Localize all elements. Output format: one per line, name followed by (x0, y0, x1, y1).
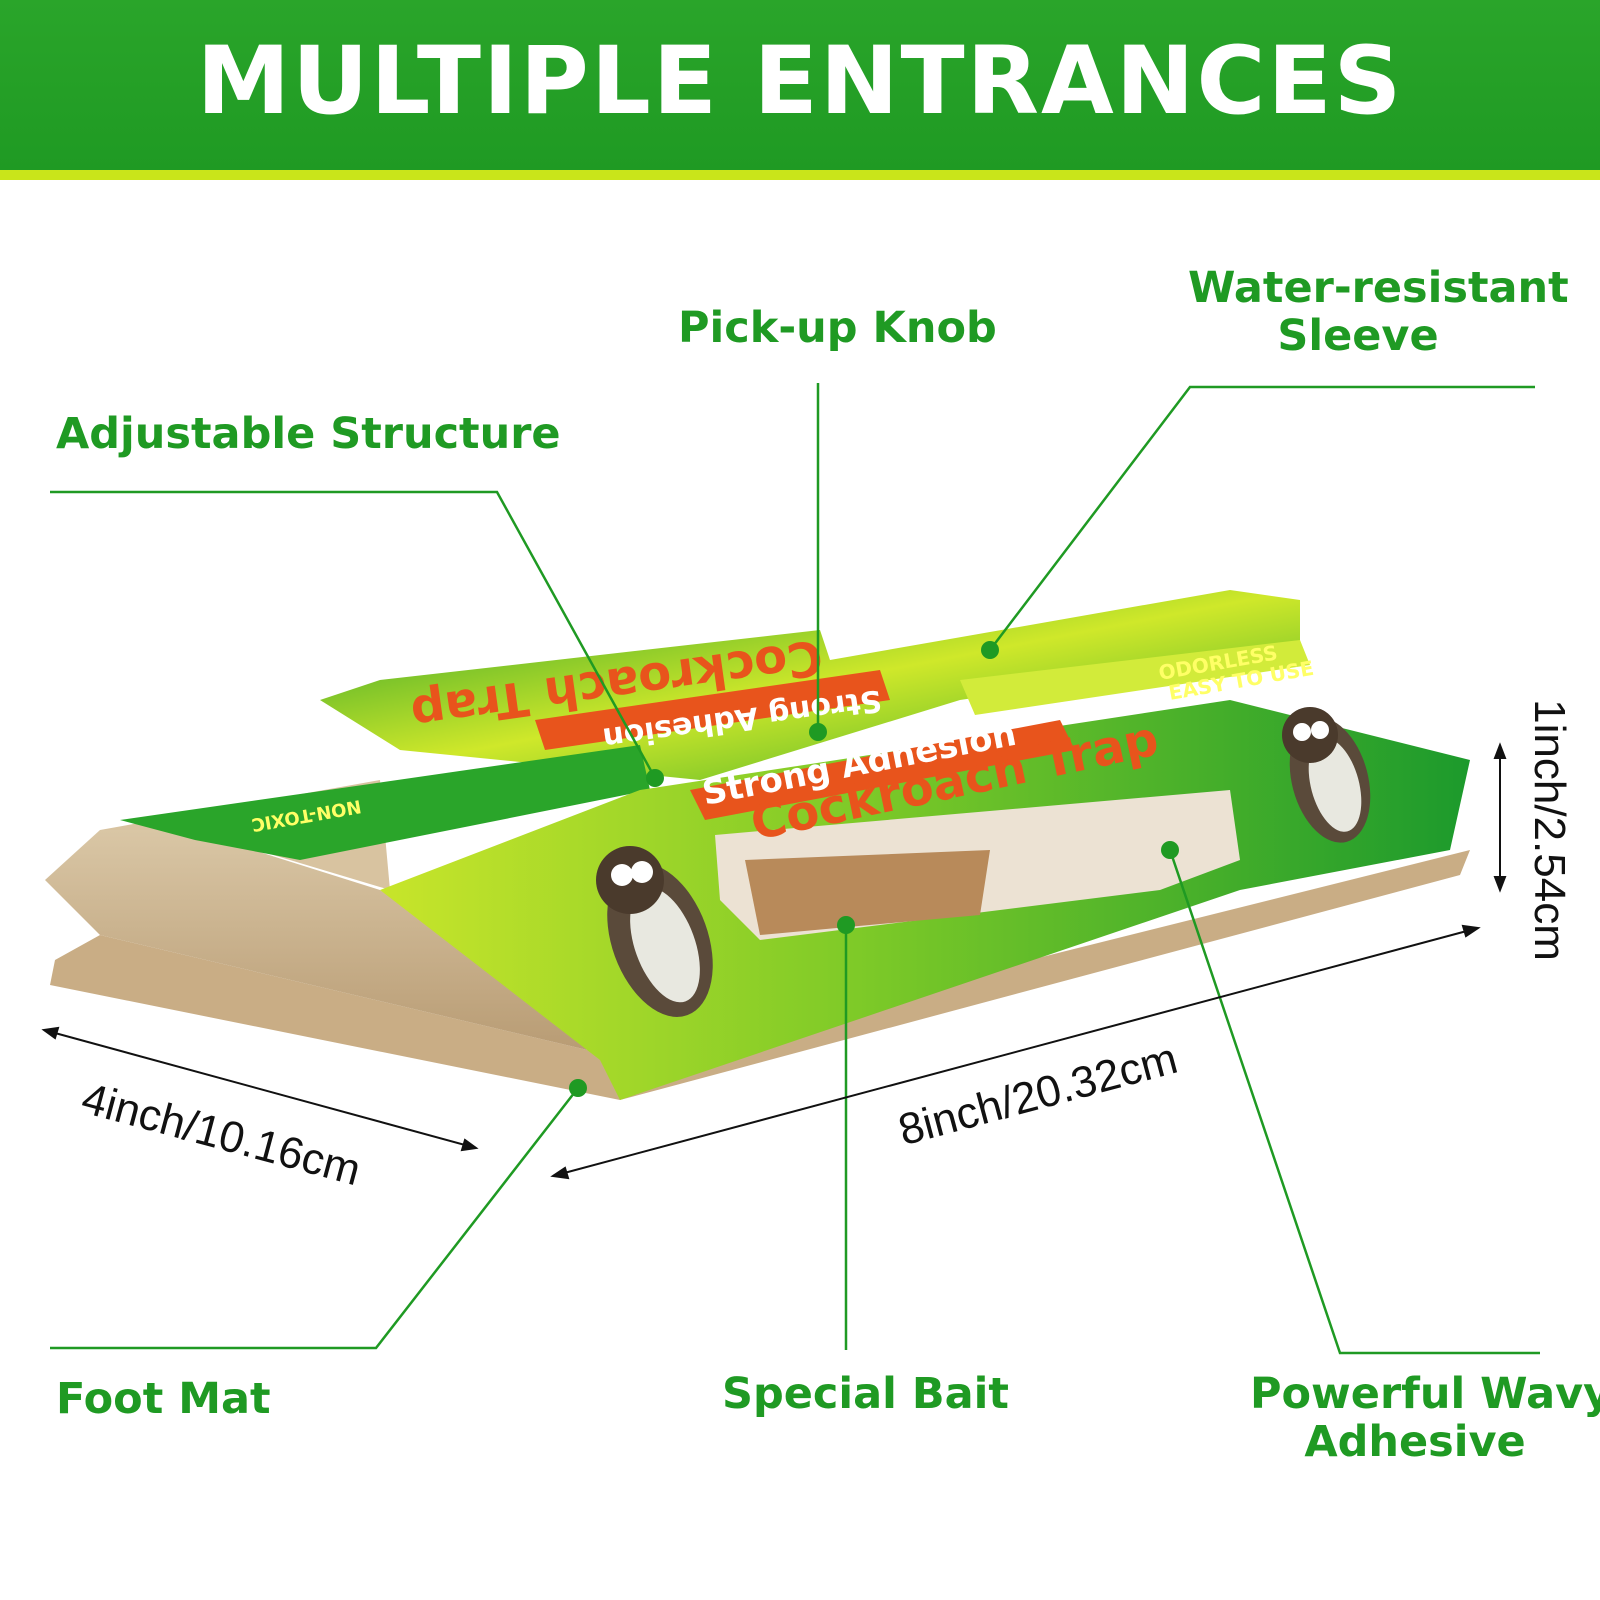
sleeve-flap (960, 640, 1310, 715)
header-banner (0, 0, 1600, 170)
leader-adjustable (50, 490, 657, 779)
callout-foot-mat: Foot Mat (56, 1374, 271, 1424)
callout-water-resistant-sleeve: Water-resistant Sleeve (1188, 263, 1569, 361)
callout-wavy-line2: Adhesive (1304, 1417, 1526, 1467)
callout-water-resistant-line1: Water-resistant (1188, 263, 1569, 313)
foot-mat (50, 850, 1470, 1100)
top-adhesion-tag (535, 670, 890, 750)
arrow-length (552, 927, 1479, 1177)
banner-title: MULTIPLE ENTRANCES (196, 27, 1404, 136)
dot-foot-mat (569, 1079, 587, 1097)
dot-pickup-knob (809, 723, 827, 741)
dot-special-bait (837, 916, 855, 934)
special-bait-pile (745, 850, 990, 935)
callout-wavy-line1: Powerful Wavy (1250, 1369, 1600, 1419)
dimension-height-label: 1inch/2.54cm (1524, 699, 1574, 961)
dot-water-sleeve (981, 641, 999, 659)
header-accent-stripe (0, 170, 1600, 180)
leader-wavy-adhesive (1168, 849, 1540, 1355)
callout-pickup-knob: Pick-up Knob (678, 303, 997, 353)
leader-dots (569, 641, 1179, 1097)
leader-foot-mat (50, 1087, 579, 1350)
leader-water-sleeve (989, 385, 1535, 651)
callout-powerful-wavy-adhesive: Powerful Wavy Adhesive (1250, 1369, 1600, 1467)
callout-adjustable-structure: Adjustable Structure (56, 409, 561, 459)
callout-special-bait: Special Bait (722, 1369, 1009, 1419)
dot-adjustable (646, 769, 664, 787)
callout-water-resistant-line2: Sleeve (1277, 311, 1439, 361)
dot-wavy-adhesive (1161, 841, 1179, 859)
strong-adhesion-tag (690, 720, 1075, 820)
cardboard-inner-left (45, 830, 630, 1060)
cockroach-cartoon-left (596, 846, 713, 1017)
cockroach-cartoon-right (1282, 707, 1371, 843)
trap-side-flap (120, 745, 650, 860)
arrow-width (43, 1029, 477, 1149)
dimension-arrows (41, 742, 1507, 1180)
leader-lines (50, 383, 1540, 1355)
